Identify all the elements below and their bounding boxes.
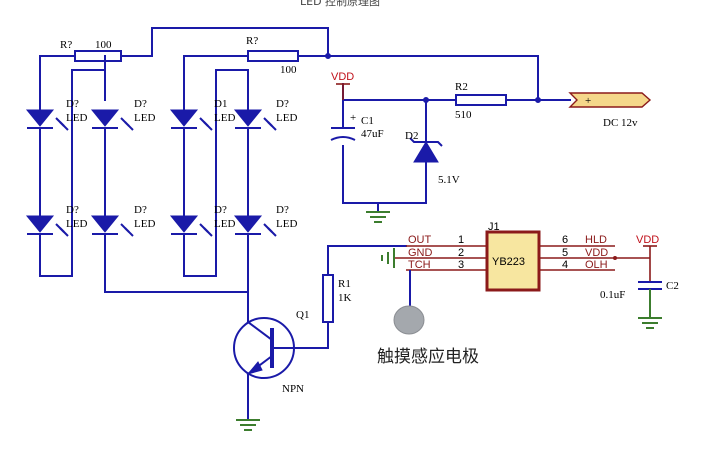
led-row1-4: D? LED: [233, 98, 297, 131]
led-r1-2-ref: D?: [134, 98, 147, 110]
ic-pin-olh-name: OLH: [585, 259, 608, 271]
ic-j1: J1 YB223 OUT 1 GND 2 TCH 3 6 HLD 5 VDD 4…: [394, 221, 650, 292]
ic-pin-5-num: 5: [562, 247, 568, 259]
r-top-mid-ref: R?: [246, 35, 258, 47]
r2-value: 510: [455, 109, 472, 121]
vdd-label-right: VDD: [636, 234, 659, 246]
capacitor-c1: + C1 47uF: [330, 112, 384, 141]
c2-ref: C2: [666, 280, 679, 292]
resistor-r1: R1 1K: [322, 245, 407, 323]
led-r2-2-ref: D?: [134, 204, 147, 216]
led-row2-4: D? LED: [233, 204, 297, 237]
led-r2-3-ref: D?: [214, 204, 227, 216]
ground-symbol-c2: [638, 317, 662, 329]
ic-pin-1-num: 1: [458, 234, 464, 246]
c1-value: 47uF: [361, 128, 384, 140]
ic-pin-2-num: 2: [458, 247, 464, 259]
led-r2-2-type: LED: [134, 218, 155, 230]
q1-type: NPN: [282, 383, 304, 395]
r-top-left-value: 100: [95, 39, 112, 51]
ic-ref: J1: [488, 221, 500, 233]
d2-value: 5.1V: [438, 174, 460, 186]
led-row2-1: D? LED: [25, 204, 87, 237]
ic-part: YB223: [492, 256, 525, 268]
led-r1-2-type: LED: [134, 112, 155, 124]
ic-pin-6-num: 6: [562, 234, 568, 246]
ic-pin-out-name: OUT: [408, 234, 432, 246]
ic-pin-4-num: 4: [562, 259, 568, 271]
r1-ref: R1: [338, 278, 351, 290]
led-r1-3-ref: D1: [214, 98, 227, 110]
led-r1-1-ref: D?: [66, 98, 79, 110]
led-r2-3-type: LED: [214, 218, 235, 230]
ic-pin-3-num: 3: [458, 259, 464, 271]
dc-12v-connector: + DC 12v: [568, 92, 652, 129]
dc-connector-label: DC 12v: [603, 117, 638, 129]
q1-ref: Q1: [296, 309, 309, 321]
c1-ref: C1: [361, 115, 374, 127]
ground-symbol-ic: [381, 248, 395, 268]
led-r1-1-type: LED: [66, 112, 87, 124]
vdd-symbol-right: VDD: [636, 234, 659, 282]
led-array-right-wiring: [183, 53, 539, 323]
led-r1-4-type: LED: [276, 112, 297, 124]
led-row2-2: D? LED: [90, 204, 155, 237]
title-fragment: LED 控制原理图: [300, 0, 380, 8]
led-row2-3: D? LED: [169, 204, 235, 237]
ic-pin-gnd-name: GND: [408, 247, 433, 259]
vdd-symbol-top: VDD: [331, 71, 354, 100]
led-r2-4-type: LED: [276, 218, 297, 230]
led-r2-1-ref: D?: [66, 204, 79, 216]
led-row1-3: D1 LED: [169, 98, 235, 131]
r-top-left-ref: R?: [60, 39, 72, 51]
led-array-left-wiring: [39, 27, 329, 293]
ic-pin-tch-name: TCH: [408, 259, 431, 271]
resistor-r-top-mid: R? 100: [246, 35, 299, 76]
led-r2-1-type: LED: [66, 218, 87, 230]
touch-electrode: 触摸感应电极: [377, 270, 479, 367]
ic-pin-vdd-name: VDD: [585, 247, 608, 259]
led-row1-2: D? LED: [90, 98, 155, 131]
vdd-label-top: VDD: [331, 71, 354, 83]
resistor-r2: R2 510: [455, 81, 507, 121]
ground-symbol-supply: [366, 211, 390, 223]
touch-electrode-label: 触摸感应电极: [377, 347, 479, 367]
npn-transistor-q1: Q1 NPN: [233, 309, 329, 421]
led-row1-1: D? LED: [25, 98, 87, 131]
power-supply-wiring: [342, 83, 571, 213]
ic-pin-hld-name: HLD: [585, 234, 607, 246]
c2-value: 0.1uF: [600, 289, 625, 301]
r2-ref: R2: [455, 81, 468, 93]
r-top-mid-value: 100: [280, 64, 297, 76]
led-r1-4-ref: D?: [276, 98, 289, 110]
zener-d2: D2 5.1V: [405, 130, 460, 186]
led-r1-3-type: LED: [214, 112, 235, 124]
dc-connector-plus: +: [585, 95, 591, 107]
resistor-r-top-left: R? 100: [60, 39, 122, 62]
d2-ref: D2: [405, 130, 418, 142]
c1-polarity: +: [350, 112, 356, 124]
ground-symbol-transistor: [236, 419, 260, 431]
capacitor-c2: C2 0.1uF: [600, 280, 679, 318]
led-r2-4-ref: D?: [276, 204, 289, 216]
r1-value: 1K: [338, 292, 352, 304]
